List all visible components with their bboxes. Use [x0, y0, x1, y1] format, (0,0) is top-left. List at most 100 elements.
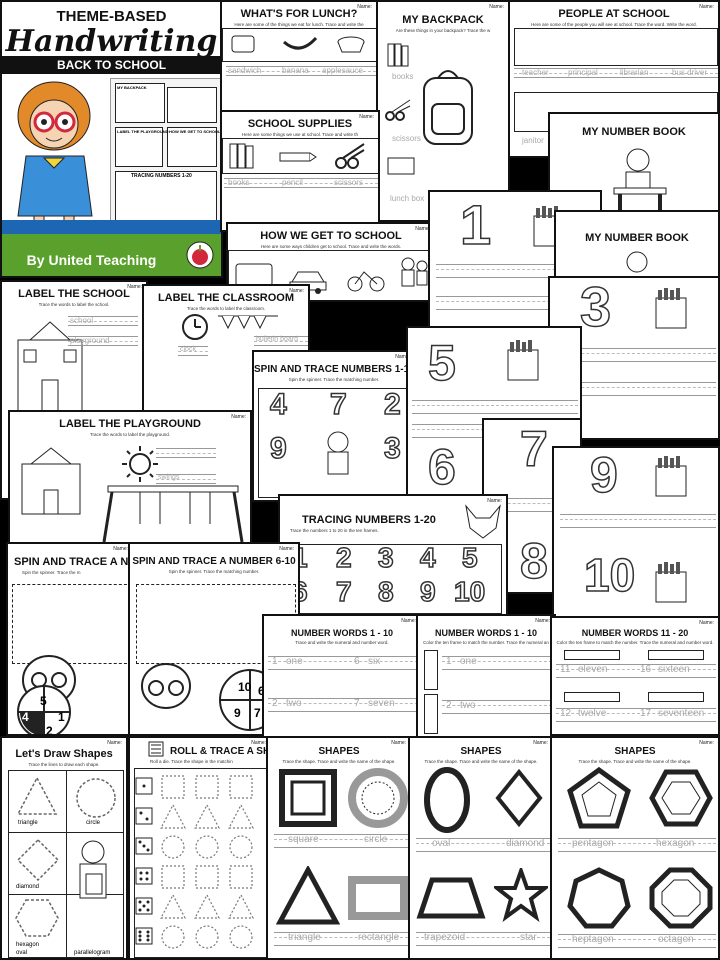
fox-icon: [465, 504, 501, 539]
trace-word: triangle: [288, 932, 321, 943]
worksheet-instructions: Trace the shape. Trace and write the nam…: [578, 759, 692, 764]
worksheet-title: NUMBER WORDS 1 - 10: [290, 628, 393, 638]
backpack-icon: [423, 70, 473, 145]
worksheet-roll-trace: Name: ROLL & TRACE A SH Roll a die. Trac…: [128, 736, 272, 960]
trace-numeral: 9: [269, 431, 287, 466]
worksheet-backpack: Name: MY BACKPACK Are these things in yo…: [376, 0, 510, 222]
worksheet-number-9: 9 10: [552, 446, 720, 622]
trace-numeral-small: 7: [354, 698, 360, 709]
trace-word: books: [228, 178, 250, 187]
trace-word: one: [286, 656, 303, 667]
trace-word: bus driver: [672, 68, 708, 77]
trace-numeral-small: 11: [560, 664, 571, 675]
trace-word: teacher: [522, 68, 549, 77]
name-label: Name:: [107, 740, 122, 746]
trace-word: banana: [282, 66, 309, 75]
bike-icon: [347, 271, 385, 292]
trace-word: seven: [368, 698, 395, 709]
cover-preview-stack: MY BACKPACK LABEL THE PLAYGROUND HOW WE …: [110, 78, 221, 232]
name-label: Name:: [415, 226, 430, 232]
worksheet-instructions: Trace the words to label the school.: [38, 302, 110, 307]
spinner-number: 7: [254, 706, 261, 720]
name-label: Name:: [395, 354, 410, 360]
name-label: Name:: [359, 114, 374, 120]
worksheet-title: TRACING NUMBERS 1-20: [302, 514, 436, 526]
worksheet-title: LABEL THE PLAYGROUND: [59, 418, 201, 430]
worksheet-title: WHAT'S FOR LUNCH?: [240, 8, 358, 20]
trace-word: pencil: [282, 178, 303, 187]
worksheet-lunch: Name: WHAT'S FOR LUNCH? Here are some of…: [220, 0, 378, 115]
worksheet-shapes-2: Name: SHAPES Trace the shape. Trace and …: [408, 736, 554, 960]
trace-word: six: [368, 656, 381, 667]
trace-word: trapezoid: [424, 932, 466, 943]
worksheet-instructions: Trace the shape. Trace and write the nam…: [424, 759, 538, 764]
dashed-triangle-icon: [16, 776, 58, 815]
trace-numeral: 3: [377, 541, 394, 574]
trace-word: books: [392, 72, 414, 81]
name-label: Name:: [279, 546, 294, 552]
worksheet-instructions: Trace and write the numeral and number w…: [295, 640, 389, 645]
girl-with-book-icon: [79, 840, 107, 899]
worksheet-instructions: Spin the spinner. Trace the m: [22, 570, 81, 575]
circle-shape-icon: [348, 768, 408, 828]
worksheet-label-playground: Name: LABEL THE PLAYGROUND Trace the wor…: [8, 410, 252, 546]
worksheet-title: HOW WE GET TO SCHOOL: [260, 230, 402, 242]
worksheet-title: Let's Draw Shapes: [15, 748, 113, 760]
spinner-number: 10: [238, 680, 252, 694]
worksheet-instructions: Color the ten frame to match the number.…: [423, 640, 549, 645]
worksheet-instructions: Color the ten frame to match the number.…: [556, 640, 714, 645]
dashed-circle-icon: [76, 778, 116, 818]
name-label: Name:: [699, 4, 714, 10]
worksheet-instructions: Trace the shape. Trace and write the nam…: [282, 759, 396, 764]
diamond-shape-icon: [495, 768, 543, 828]
trace-word: diamond: [506, 838, 545, 849]
trace-numeral: 3: [383, 431, 401, 466]
trace-word: two: [286, 698, 302, 709]
roll-trace-grid-icon: [135, 775, 254, 949]
trace-numeral-small: 12: [560, 708, 572, 719]
dashed-hexagon-icon: [15, 899, 59, 937]
shape-label: oval: [16, 950, 28, 956]
name-label: Name:: [699, 740, 714, 746]
worksheet-spin-trace-1: Name: SPIN AND TRACE A NU Spin the spinn…: [6, 542, 134, 736]
shape-label: parallelogram: [74, 950, 111, 956]
trace-numeral: 5: [427, 334, 456, 392]
crayon-box-icon: [655, 456, 687, 497]
name-label: Name:: [113, 546, 128, 552]
heptagon-shape-icon: [567, 867, 631, 929]
trapezoid-shape-icon: [416, 877, 486, 919]
worksheet-instructions: Here are some ways children get to schoo…: [260, 244, 402, 249]
name-label: Name:: [391, 740, 406, 746]
trace-numeral: 8: [519, 532, 548, 590]
worksheet-title: SCHOOL SUPPLIES: [247, 118, 353, 130]
walking-kids-icon: [401, 257, 428, 287]
worksheet-title: PEOPLE AT SCHOOL: [558, 8, 670, 20]
sandwich-icon: [231, 35, 255, 53]
worksheet-instructions: Here are some things we use at school. T…: [241, 132, 359, 137]
rectangle-shape-icon: [348, 876, 408, 920]
worksheet-title: SPIN AND TRACE A NU: [14, 556, 134, 568]
shape-label: hexagon: [16, 942, 40, 948]
worksheet-title: SPIN AND TRACE NUMBERS 1-10: [254, 364, 415, 375]
crayon-box-icon: [655, 562, 687, 603]
trace-numeral: 9: [589, 447, 618, 504]
worksheet-title: LABEL THE CLASSROOM: [157, 292, 295, 304]
worksheet-tracing-1-20: Name: TRACING NUMBERS 1-20 Trace the num…: [278, 494, 508, 616]
girl-illustration-icon: [17, 81, 93, 231]
trace-word: octagon: [658, 934, 694, 945]
sun-icon: [122, 446, 158, 482]
worksheet-number-words-1-10-a: Name: NUMBER WORDS 1 - 10 Trace and writ…: [262, 614, 422, 738]
worksheet-instructions: Are these things in your backpack? Trace…: [395, 28, 491, 33]
spinner-number: 6: [258, 684, 265, 698]
name-label: Name:: [251, 740, 266, 746]
trace-word: scissors: [334, 178, 363, 187]
trace-word: star: [520, 932, 537, 943]
worksheet-title: SHAPES: [614, 746, 656, 757]
worksheet-instructions: Roll a die. Trace the shape in the match…: [150, 759, 233, 764]
shape-label: triangle: [18, 820, 38, 826]
trace-numeral-small: 2: [446, 700, 452, 711]
name-label: Name:: [699, 620, 714, 626]
cover-blue-stripe: [2, 220, 221, 234]
cover-band: BACK TO SCHOOL: [2, 56, 221, 74]
trace-word: scissors: [392, 134, 421, 143]
